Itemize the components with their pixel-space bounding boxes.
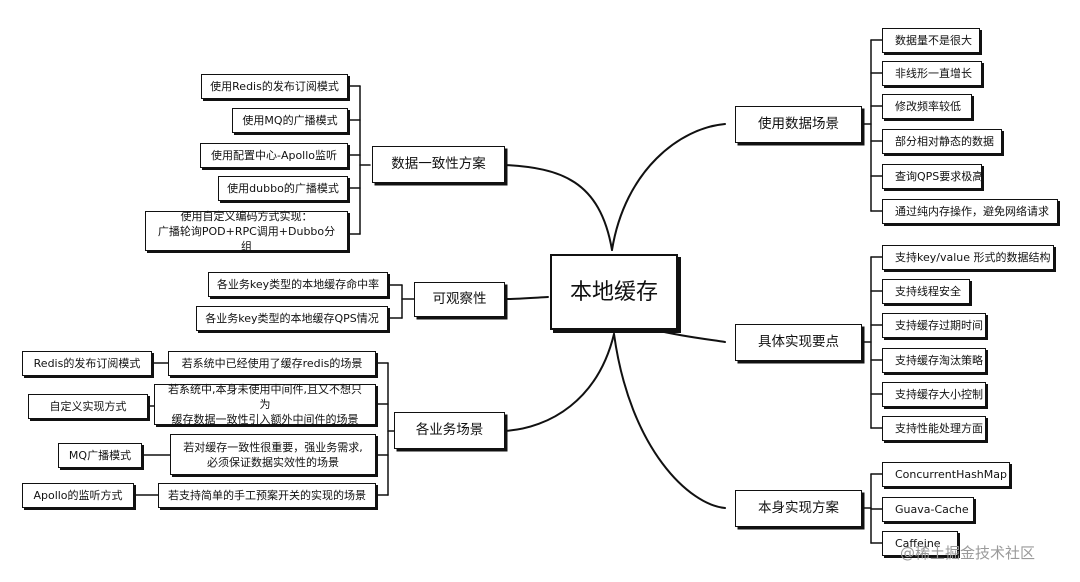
branch-implementation-points: 具体实现要点 bbox=[735, 324, 862, 361]
points-item-5: 支持缓存大小控制 bbox=[882, 382, 986, 407]
consistency-custom-line-2: 广播轮询POD+RPC调用+Dubbo分组 bbox=[157, 224, 336, 253]
consistency-item-apollo: 使用配置中心-Apollo监听 bbox=[200, 143, 348, 168]
business-scene-custom-line-1: 若系统中,本身未使用中间件,且又不想只为 bbox=[168, 383, 362, 411]
solutions-item-guava-cache: Guava-Cache bbox=[882, 497, 974, 522]
business-scene-custom-line-2: 缓存数据一致性引入额外中间件的场景 bbox=[171, 413, 359, 426]
consistency-item-custom: 使用自定义编码方式实现：广播轮询POD+RPC调用+Dubbo分组 bbox=[145, 209, 348, 253]
consistency-item-redis-pubsub: 使用Redis的发布订阅模式 bbox=[201, 74, 348, 99]
observability-item-hit-rate: 各业务key类型的本地缓存命中率 bbox=[208, 272, 388, 297]
points-item-3: 支持缓存过期时间 bbox=[882, 313, 986, 338]
business-method-custom: 自定义实现方式 bbox=[28, 394, 148, 419]
branch-data-consistency: 数据一致性方案 bbox=[372, 146, 505, 183]
usage-item-4: 部分相对静态的数据 bbox=[882, 129, 1002, 154]
usage-item-6: 通过纯内存操作，避免网络请求 bbox=[882, 199, 1058, 224]
business-scene-custom: 若系统中,本身未使用中间件,且又不想只为缓存数据一致性引入额外中间件的场景 bbox=[154, 383, 376, 426]
points-item-4: 支持缓存淘汰策略 bbox=[882, 348, 986, 373]
business-scene-mq-line-1: 若对缓存一致性很重要，强业务需求, bbox=[183, 440, 363, 454]
usage-item-5: 查询QPS要求极高 bbox=[882, 164, 983, 189]
observability-item-qps: 各业务key类型的本地缓存QPS情况 bbox=[196, 306, 388, 331]
points-item-2: 支持线程安全 bbox=[882, 279, 970, 304]
branch-usage-scenes: 使用数据场景 bbox=[735, 106, 862, 143]
business-method-redis: Redis的发布订阅模式 bbox=[22, 351, 152, 376]
consistency-item-mq-broadcast: 使用MQ的广播模式 bbox=[232, 108, 348, 133]
branch-own-solutions: 本身实现方案 bbox=[735, 490, 862, 527]
business-method-mq: MQ广播模式 bbox=[58, 443, 142, 468]
solutions-item-concurrenthashmap: ConcurrentHashMap bbox=[882, 462, 1010, 487]
watermark: @稀土掘金技术社区 bbox=[900, 544, 1036, 562]
consistency-item-dubbo: 使用dubbo的广播模式 bbox=[218, 176, 348, 201]
consistency-custom-line-1: 使用自定义编码方式实现： bbox=[180, 209, 313, 223]
usage-item-1: 数据量不是很大 bbox=[882, 28, 980, 53]
branch-business-scenes: 各业务场景 bbox=[394, 412, 505, 449]
branch-observability: 可观察性 bbox=[414, 282, 505, 317]
points-item-6: 支持性能处理方面 bbox=[882, 416, 986, 441]
points-item-1: 支持key/value 形式的数据结构 bbox=[882, 245, 1054, 270]
usage-item-3: 修改频率较低 bbox=[882, 94, 972, 119]
solutions-item-caffeine: Caffeine bbox=[882, 531, 958, 556]
business-scene-redis: 若系统中已经使用了缓存redis的场景 bbox=[168, 351, 376, 376]
business-scene-mq-line-2: 必须保证数据实效性的场景 bbox=[207, 455, 339, 469]
business-scene-apollo: 若支持简单的手工预案开关的实现的场景 bbox=[158, 483, 376, 508]
root-node: 本地缓存 bbox=[550, 254, 678, 330]
business-method-apollo: Apollo的监听方式 bbox=[22, 483, 134, 508]
business-scene-mq: 若对缓存一致性很重要，强业务需求,必须保证数据实效性的场景 bbox=[170, 434, 376, 475]
usage-item-2: 非线形一直增长 bbox=[882, 61, 982, 86]
